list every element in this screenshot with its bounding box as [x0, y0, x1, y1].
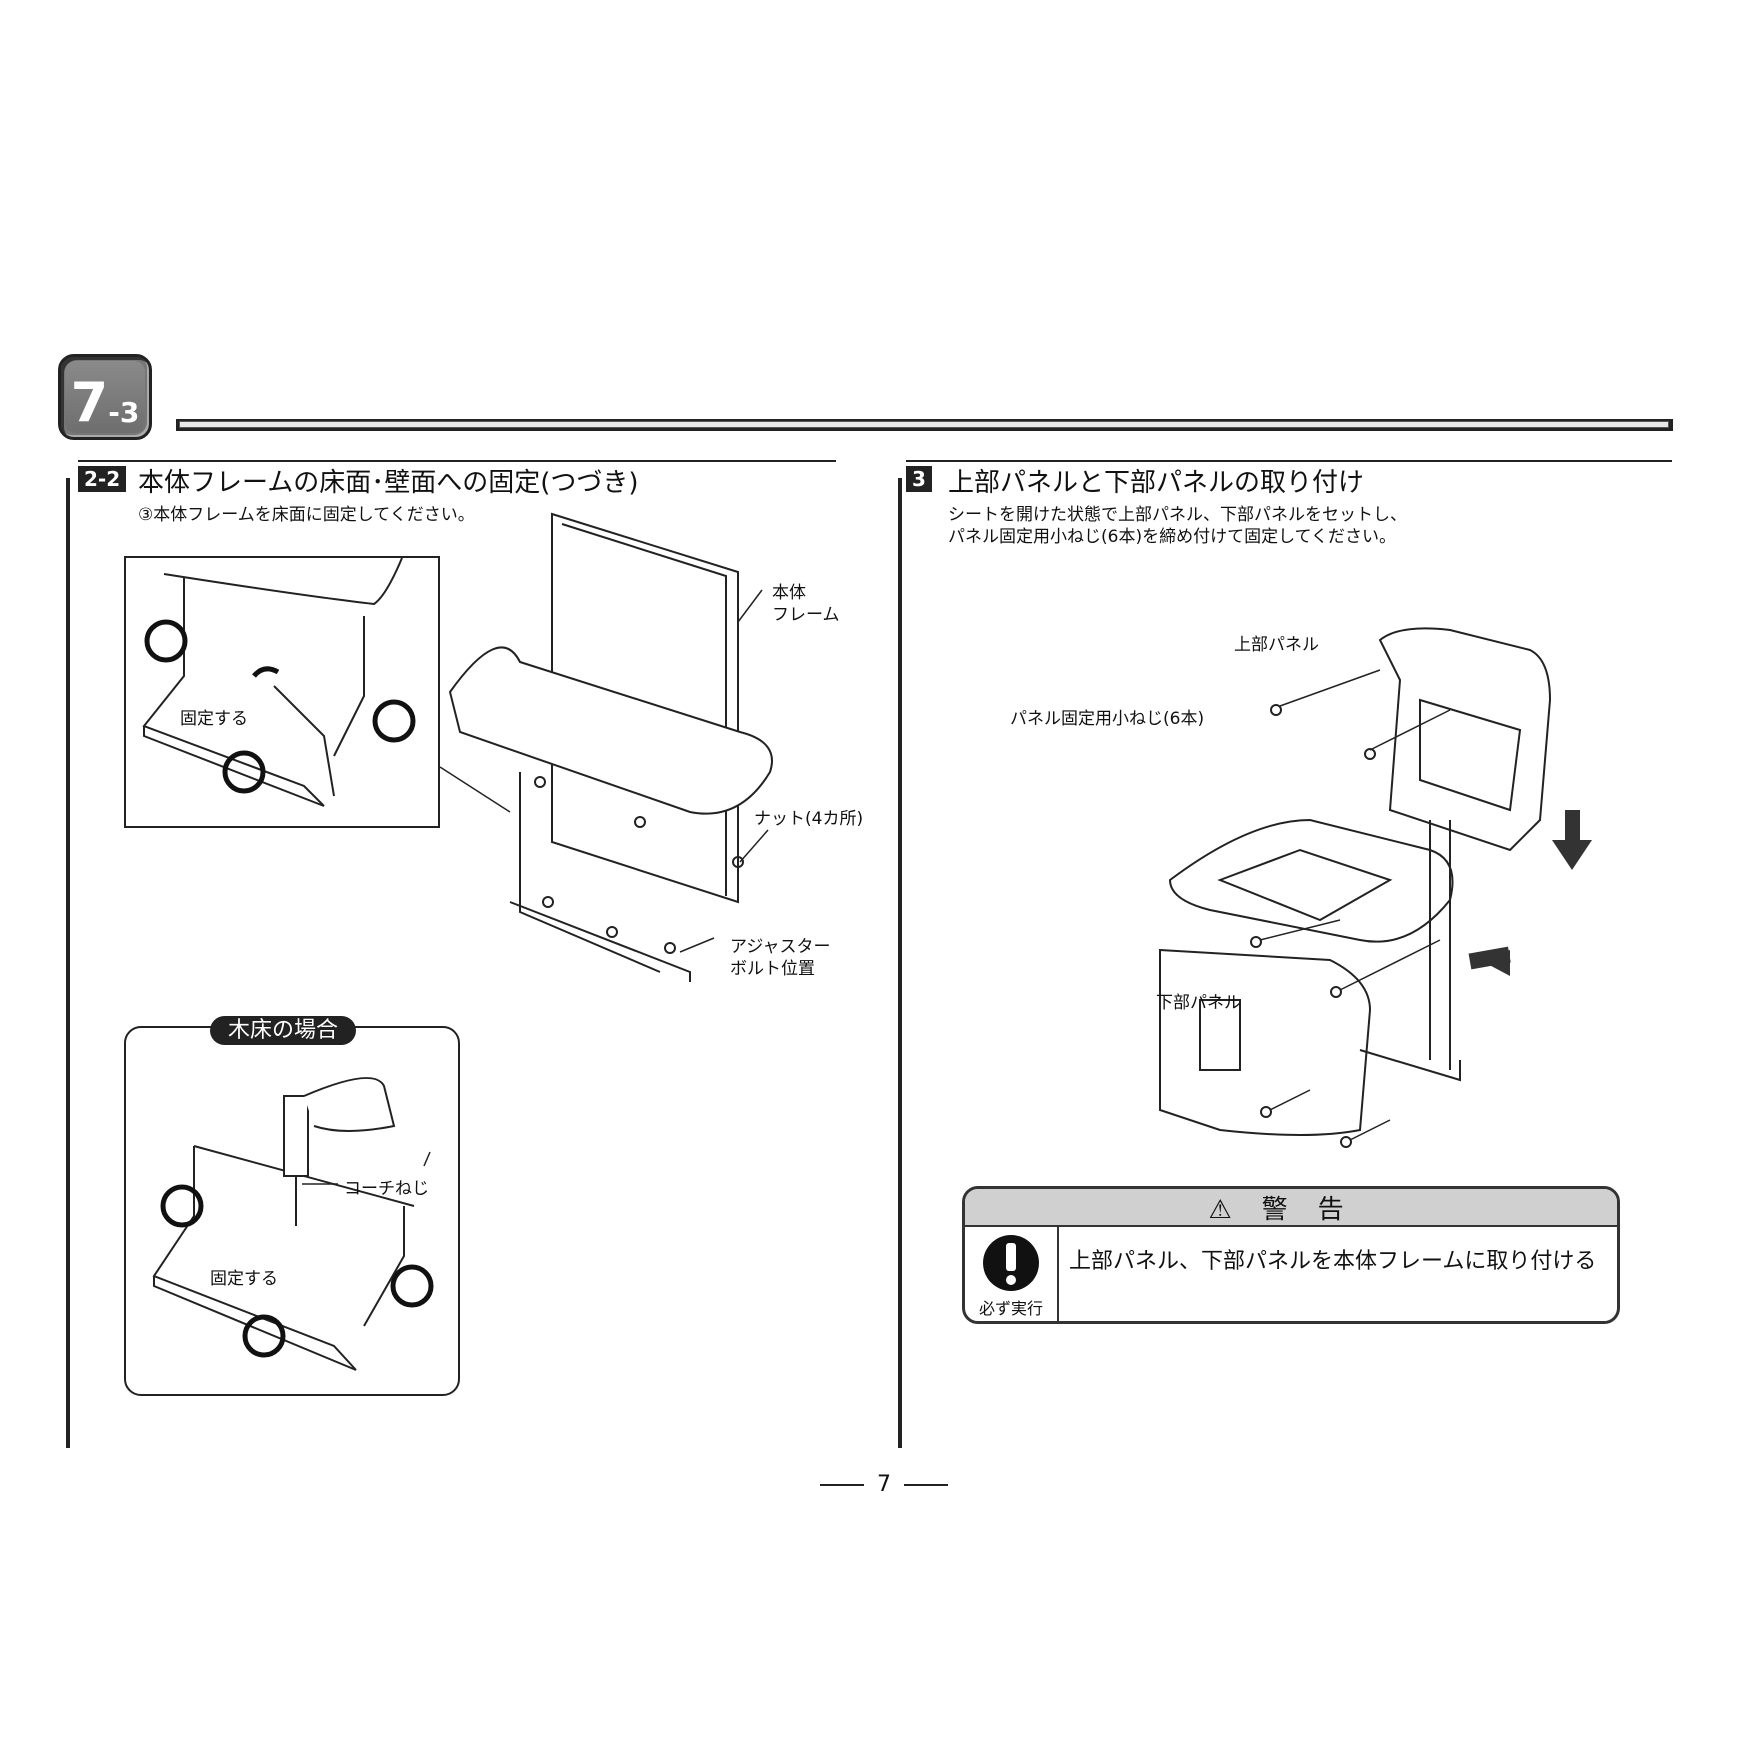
fixing-detail-illustration: [124, 556, 440, 828]
label-adjuster-line1: アジャスター: [730, 937, 831, 957]
screw-icon: [1340, 1136, 1352, 1148]
screw-icon: [1330, 986, 1342, 998]
label-coach-screw: コーチねじ: [344, 1179, 429, 1199]
arrow-down-icon: [1552, 810, 1592, 870]
warning-icon-cell: 必ず実行: [965, 1227, 1059, 1321]
warning-must-label: 必ず実行: [978, 1299, 1043, 1318]
exclamation-icon: [983, 1235, 1039, 1291]
header-rule-inner: [179, 421, 1669, 428]
warning-text: 上部パネル、下部パネルを本体フレームに取り付ける: [1069, 1249, 1597, 1274]
screw-icon: [1260, 1106, 1272, 1118]
fixing-point-icon: [390, 1264, 434, 1308]
section-title-right: 上部パネルと下部パネルの取り付け: [948, 468, 1365, 498]
wood-floor-tag: 木床の場合: [210, 1016, 357, 1045]
page-number-wrap: 7: [820, 1472, 948, 1497]
section-title-left: 本体フレームの床面･壁面への固定(つづき): [138, 468, 639, 498]
section-number-left: 2-2: [78, 466, 127, 492]
panel-assembly-illustration: [1159, 627, 1592, 1148]
fixing-point-icon: [242, 1314, 286, 1358]
label-fix-2: 固定する: [210, 1269, 278, 1289]
label-screws: パネル固定用小ねじ(6本): [1010, 709, 1205, 729]
fixing-point-icon: [144, 619, 188, 663]
warning-box: ⚠警告 必ず実行 上部パネル、下部パネルを本体フレームに取り付ける: [962, 1186, 1620, 1324]
warning-header: ⚠警告: [965, 1189, 1617, 1227]
section-rule-right: [906, 460, 1672, 462]
section-instruction-left: ③本体フレームを床面に固定してください。: [138, 505, 475, 525]
fixing-point-icon: [160, 1184, 204, 1228]
fixing-point-icon: [372, 699, 416, 743]
label-nut: ナット(4カ所): [754, 809, 864, 829]
label-adjuster-line2: ボルト位置: [730, 959, 815, 979]
label-lower-panel: 下部パネル: [1156, 993, 1241, 1013]
screw-icon: [1250, 936, 1262, 948]
label-frame-line2: フレーム: [772, 605, 840, 625]
label-upper-panel: 上部パネル: [1234, 635, 1319, 655]
screw-icon: [1270, 704, 1282, 716]
section-rule-left: [78, 460, 836, 462]
label-fix-1: 固定する: [180, 709, 248, 729]
screw-icon: [1364, 748, 1376, 760]
chapter-badge: 7 -3: [58, 354, 152, 440]
wood-floor-illustration: [124, 1026, 460, 1396]
chapter-subnumber: -3: [108, 396, 140, 429]
instruction-right-line1: シートを開けた状態で上部パネル、下部パネルをセットし、: [948, 505, 1407, 525]
page-number: 7: [877, 1472, 891, 1497]
section-number-right: 3: [906, 466, 932, 492]
instruction-right-line2: パネル固定用小ねじ(6本)を締め付けて固定してください。: [948, 527, 1397, 547]
right-margin-rule: [898, 478, 902, 1448]
label-frame-line1: 本体: [772, 583, 806, 603]
left-margin-rule: [66, 478, 70, 1448]
main-frame-illustration: [440, 512, 773, 982]
fixing-point-icon: [222, 750, 266, 794]
chapter-number: 7: [70, 371, 109, 434]
